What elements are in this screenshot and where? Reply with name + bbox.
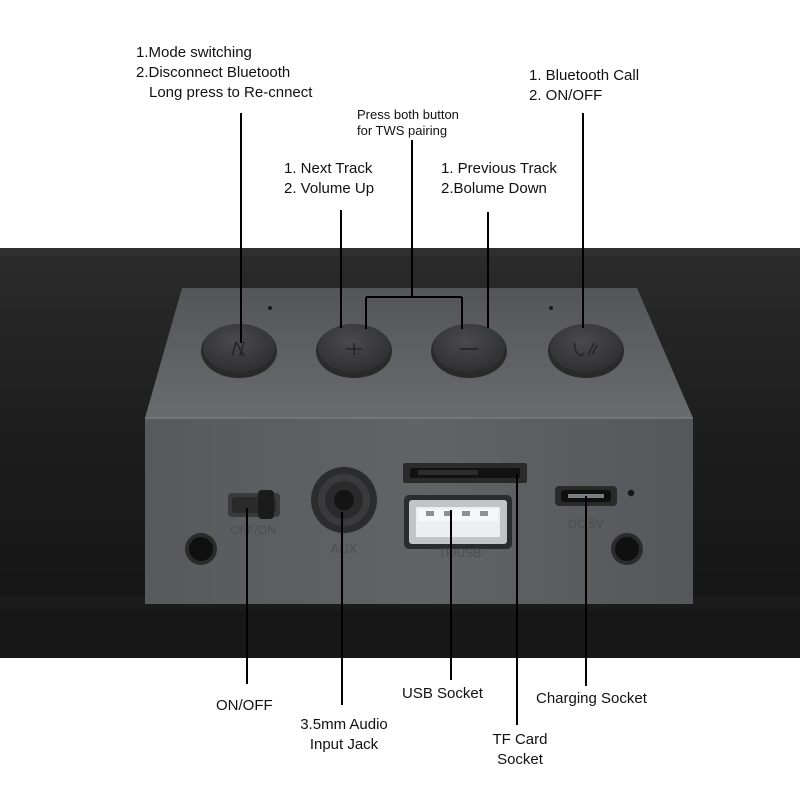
label-line: Press both button [357,107,459,122]
indicator-dot-right [549,306,553,310]
label-line: 2.Disconnect Bluetooth [136,64,291,81]
label-line: Socket [497,751,543,768]
screw-hole-right [611,533,643,565]
button-mode[interactable] [201,324,277,378]
label-line: 1. Previous Track [441,160,557,177]
power-switch[interactable] [228,490,280,519]
label-audio-jack: 3.5mm Audio Input Jack [287,715,401,755]
label-bluetooth-call: 1. Bluetooth Call 2. ON/OFF [529,66,639,106]
label-line: ON/OFF [216,697,273,714]
switch-mark: OFF/ON [230,523,275,537]
mode-icon [231,341,245,357]
label-tf-card-socket: TF Card Socket [478,730,562,770]
speaker-bottom-band [0,610,800,658]
speaker-top-edge [0,248,800,256]
label-line: 3.5mm Audio [300,716,388,733]
label-previous-track: 1. Previous Track 2.Bolume Down [441,159,557,199]
label-line: 1. Bluetooth Call [529,67,640,84]
label-line: TF Card [492,731,548,748]
label-on-off: ON/OFF [216,696,273,716]
phone-icon [573,342,598,357]
label-line: 1. Next Track [284,160,373,177]
screw-hole-left [185,533,217,565]
button-minus[interactable] [431,324,507,378]
label-next-track: 1. Next Track 2. Volume Up [284,159,374,199]
label-line: USB Socket [402,685,483,702]
label-mode-switching: 1.Mode switching 2.Disconnect Bluetooth … [136,43,312,103]
label-line: Long press to Re-cnnect [149,84,313,101]
aux-mark: AUX [331,541,358,556]
panel-top-plate [145,288,693,418]
button-plus[interactable] [316,324,392,378]
label-usb-socket: USB Socket [402,684,483,704]
label-line: 2. ON/OFF [529,87,603,104]
usb-mark: TF/USB [439,546,482,560]
aux-jack[interactable] [311,467,377,533]
label-line: Input Jack [309,736,379,753]
label-charging-socket: Charging Socket [536,689,647,709]
usb-socket[interactable] [404,495,512,549]
leader-lines [240,113,587,725]
label-line: for TWS pairing [357,123,448,138]
label-line: 2. Volume Up [284,180,375,197]
tf-card-slot[interactable] [403,463,527,483]
indicator-dot-left [268,306,272,310]
charging-led [627,489,635,497]
label-line: 1.Mode switching [136,44,252,61]
label-line: 2.Bolume Down [441,180,547,197]
label-line: Charging Socket [536,690,647,707]
plus-icon [346,343,362,355]
leader-tws [365,140,463,329]
button-call[interactable] [548,324,624,378]
label-tws-pairing: Press both button for TWS pairing [357,107,459,139]
